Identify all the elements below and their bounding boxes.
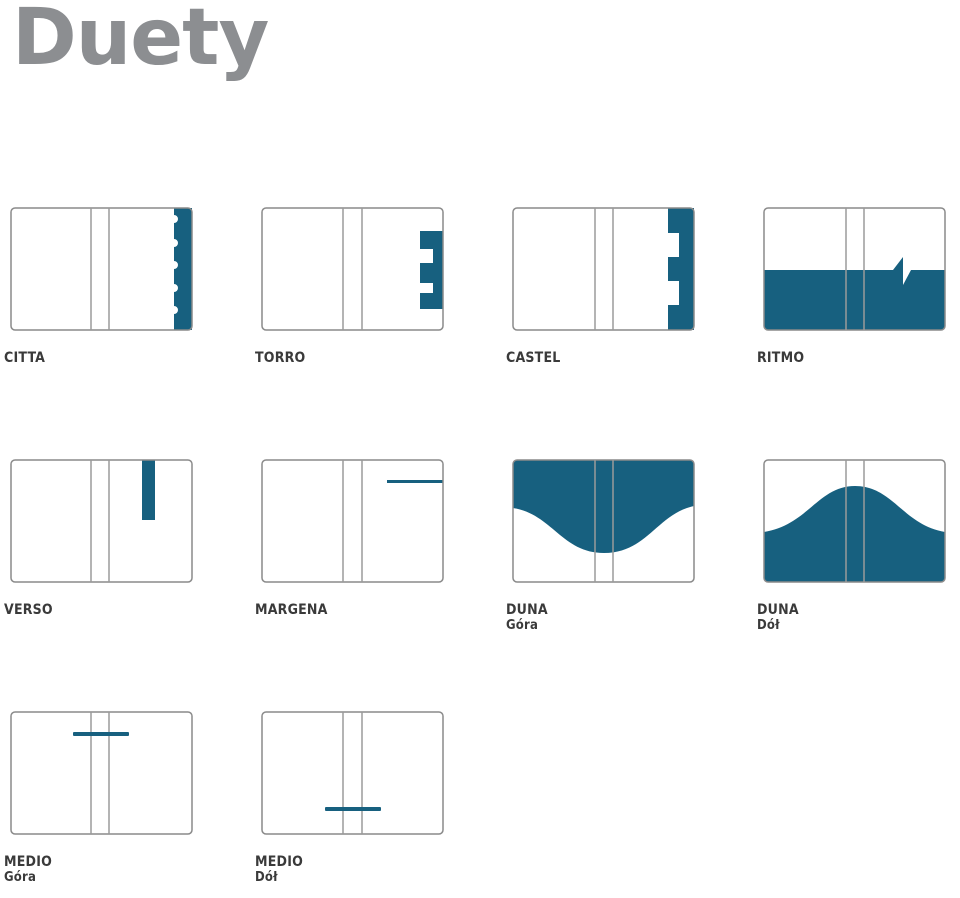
item-name: MARGENA	[255, 602, 328, 618]
item-name: MEDIO	[255, 854, 303, 870]
item-name: RITMO	[757, 350, 805, 366]
medio-gora-illustration	[10, 711, 193, 835]
verso-illustration	[10, 459, 193, 583]
duna-gora-illustration	[512, 459, 695, 583]
item-name: CASTEL	[506, 350, 561, 366]
item-name: VERSO	[4, 602, 53, 618]
duna-dol-illustration	[763, 459, 946, 583]
item-subtitle: Dół	[255, 870, 278, 885]
design-item-margena: MARGENA	[255, 459, 461, 618]
item-name: DUNA	[506, 602, 548, 618]
item-name: TORRO	[255, 350, 306, 366]
design-item-citta: CITTA	[4, 207, 210, 366]
design-item-torro: TORRO	[255, 207, 461, 366]
citta-illustration	[10, 207, 193, 331]
torro-illustration	[261, 207, 444, 331]
item-name: MEDIO	[4, 854, 52, 870]
design-item-verso: VERSO	[4, 459, 210, 618]
design-item-duna-gora: DUNA Góra	[506, 459, 712, 633]
item-name: CITTA	[4, 350, 46, 366]
design-item-medio-gora: MEDIO Góra	[4, 711, 210, 885]
page-title: Duety	[12, 0, 269, 83]
item-subtitle: Góra	[4, 870, 37, 885]
ritmo-illustration	[763, 207, 946, 331]
design-item-castel: CASTEL	[506, 207, 712, 366]
medio-dol-illustration	[261, 711, 444, 835]
item-subtitle: Dół	[757, 618, 780, 633]
design-item-ritmo: RITMO	[757, 207, 960, 366]
item-name: DUNA	[757, 602, 799, 618]
design-item-duna-dol: DUNA Dół	[757, 459, 960, 633]
design-item-medio-dol: MEDIO Dół	[255, 711, 461, 885]
castel-illustration	[512, 207, 695, 331]
item-subtitle: Góra	[506, 618, 539, 633]
margena-illustration	[261, 459, 444, 583]
